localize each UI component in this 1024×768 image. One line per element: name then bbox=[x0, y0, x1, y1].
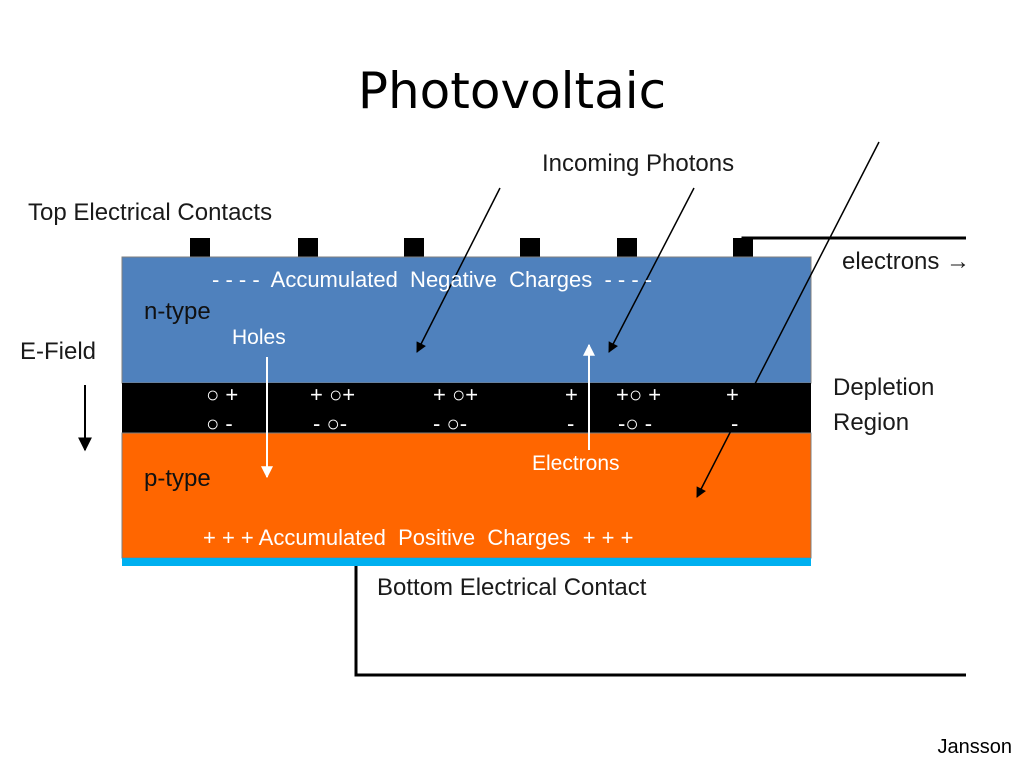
accumulated-positive-label: + + + Accumulated Positive Charges + + + bbox=[203, 525, 634, 550]
top-contact bbox=[617, 238, 637, 258]
depletion-charges-top: ○ + + ○+ + ○+ + +○ + + bbox=[206, 382, 739, 407]
n-type-layer bbox=[121, 256, 812, 384]
charge-electron-pair: ○ - bbox=[206, 411, 233, 436]
slide-title: Photovoltaic bbox=[357, 62, 667, 120]
bottom-wire bbox=[354, 566, 966, 677]
depletion-region-label-line1: Depletion bbox=[833, 374, 935, 401]
n-type-label: n-type bbox=[144, 298, 211, 325]
bottom-contact-label: Bottom Electrical Contact bbox=[377, 574, 647, 601]
charge-electron-pair: -○ - bbox=[618, 411, 652, 436]
top-contacts-label: Top Electrical Contacts bbox=[28, 199, 273, 226]
photon-arrow bbox=[416, 187, 501, 353]
charge-minus: - bbox=[731, 411, 738, 436]
charge-electron-pair: - ○- bbox=[433, 411, 467, 436]
charge-hole-pair: ○ + bbox=[206, 382, 238, 407]
p-type-label: p-type bbox=[144, 465, 211, 492]
top-contact bbox=[190, 238, 210, 258]
bottom-contact-strip bbox=[122, 558, 811, 566]
charge-electron-pair: - ○- bbox=[313, 411, 347, 436]
top-electrical-contacts bbox=[190, 238, 753, 258]
charge-minus: - bbox=[567, 411, 574, 436]
charge-plus: + bbox=[726, 382, 739, 407]
holes-label: Holes bbox=[232, 326, 286, 349]
depletion-layer bbox=[122, 383, 811, 433]
charge-hole-pair: +○ + bbox=[616, 382, 661, 407]
top-wire bbox=[741, 236, 966, 240]
electrons-label: Electrons bbox=[532, 452, 620, 475]
photon-arrow bbox=[696, 141, 880, 498]
e-field-label: E-Field bbox=[20, 338, 97, 365]
depletion-charges-bottom: ○ - - ○- - ○- - -○ - - bbox=[206, 411, 738, 436]
photon-arrow bbox=[608, 187, 695, 353]
electrons-out-label: electrons → bbox=[842, 248, 971, 275]
incoming-photons-label: Incoming Photons bbox=[542, 150, 735, 177]
top-contact bbox=[733, 238, 753, 258]
author-credit: Jansson bbox=[937, 736, 1013, 758]
accumulated-negative-label: - - - - Accumulated Negative Charges - -… bbox=[212, 267, 653, 292]
depletion-region-label-line2: Region bbox=[833, 409, 910, 436]
top-contact bbox=[404, 238, 424, 258]
charge-plus: + bbox=[565, 382, 578, 407]
top-contact bbox=[298, 238, 318, 258]
p-type-layer bbox=[121, 432, 812, 559]
top-contact bbox=[520, 238, 540, 258]
charge-hole-pair: + ○+ bbox=[433, 382, 478, 407]
charge-hole-pair: + ○+ bbox=[310, 382, 355, 407]
